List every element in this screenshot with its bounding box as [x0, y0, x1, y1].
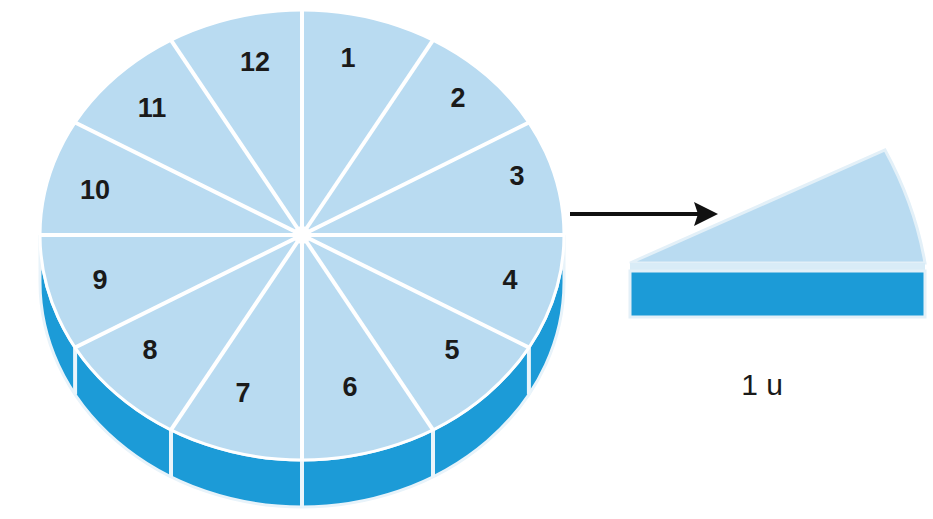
arrow-line	[570, 212, 700, 216]
slice-divider	[171, 40, 302, 235]
side-divider	[169, 430, 173, 477]
slice-divider	[40, 233, 302, 237]
slice-divider	[75, 235, 302, 348]
slice-number: 9	[92, 267, 107, 294]
side-divider	[300, 460, 304, 507]
slice-divider	[302, 235, 433, 430]
slice-number: 10	[80, 177, 110, 204]
pie-top	[40, 10, 564, 460]
slice-number: 4	[502, 267, 517, 294]
unit-label: 1 u	[741, 370, 783, 400]
slice-number: 3	[509, 163, 524, 190]
slice-divider	[302, 233, 564, 237]
slice-divider	[302, 123, 529, 236]
slice-divider	[171, 235, 302, 430]
slice-divider	[302, 40, 433, 235]
slice-number: 1	[340, 45, 355, 72]
slice-number: 6	[342, 374, 357, 401]
slice-number: 5	[444, 337, 459, 364]
slice-top	[630, 150, 925, 263]
slice-number: 12	[240, 49, 270, 76]
slice-number: 11	[138, 95, 167, 122]
slice-divider	[300, 10, 304, 235]
slice-number: 7	[235, 380, 250, 407]
slice-number: 2	[450, 85, 465, 112]
arrow-head	[694, 202, 718, 226]
slice-divider	[75, 123, 302, 236]
side-divider	[431, 430, 435, 477]
side-divider	[73, 348, 77, 395]
slice-number: 8	[142, 337, 157, 364]
slice-divider	[300, 235, 304, 460]
slice-divider	[302, 235, 529, 348]
slice-side	[630, 271, 925, 317]
pie-center	[293, 226, 311, 244]
side-divider	[527, 348, 531, 395]
